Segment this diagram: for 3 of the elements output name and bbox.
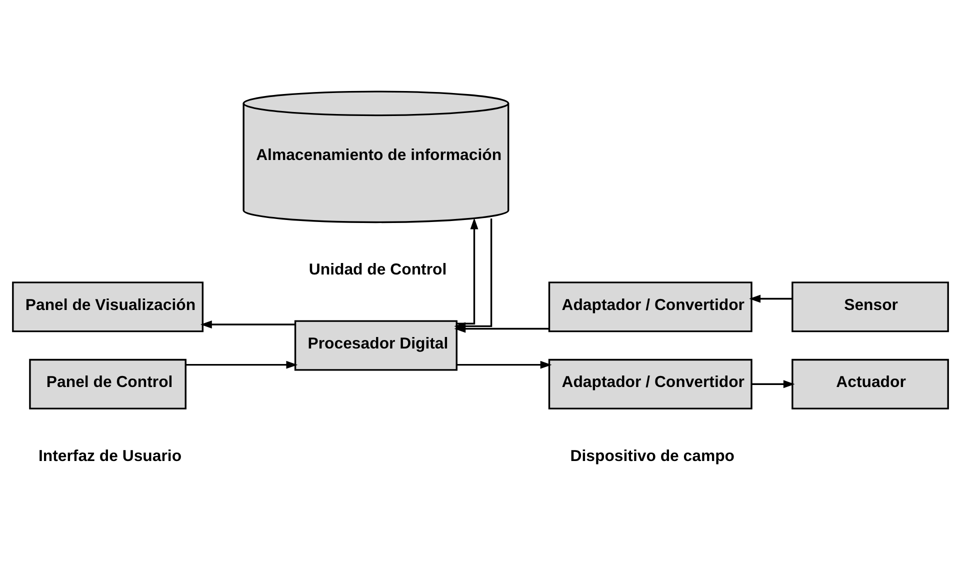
label: Interfaz de Usuario — [38, 448, 182, 465]
label: Dispositivo de campo — [570, 448, 735, 465]
label: Unidad de Control — [308, 261, 447, 278]
